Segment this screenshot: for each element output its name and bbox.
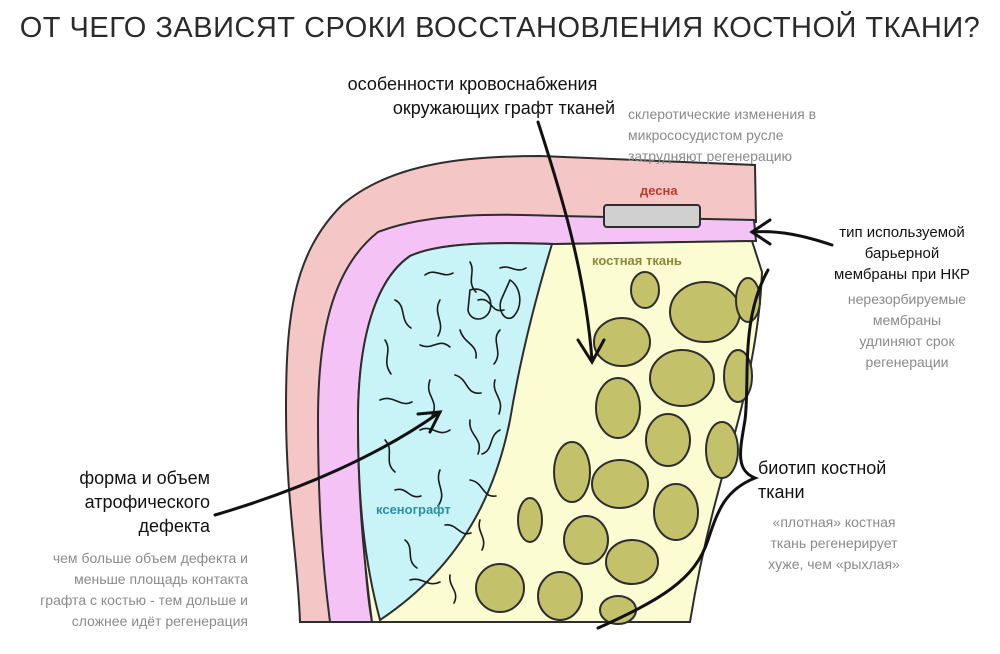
blood-supply-note: склеротические изменения в микрососудист…: [628, 104, 868, 167]
page-title: ОТ ЧЕГО ЗАВИСЯТ СРОКИ ВОССТАНОВЛЕНИЯ КОС…: [19, 12, 981, 44]
blood-supply-title: особенности кровоснабжения окружающих гр…: [330, 72, 615, 120]
defect-note-line3: графта с костью - тем дольше и: [40, 592, 248, 608]
membrane-note-line4: регенерации: [865, 354, 949, 370]
membrane-note-line1: нерезорбируемые: [847, 291, 967, 307]
defect-note-line1: чем больше объем дефекта и: [52, 550, 248, 566]
membrane-note: нерезорбируемые мембраны удлиняют срок р…: [832, 289, 982, 373]
arrow-icons: [213, 120, 834, 630]
biotype-note-line2: ткань регенерирует: [770, 535, 898, 551]
defect-title-line3: дефекта: [138, 516, 210, 536]
blood-supply-arrow-icon: [536, 120, 594, 362]
blood-supply-title-line1: особенности кровоснабжения: [347, 74, 598, 94]
membrane-title-line1: тип используемой: [839, 224, 965, 241]
xenograft-region: [356, 242, 554, 622]
biotype-note: «плотная» костная ткань регенерирует хуж…: [744, 512, 924, 575]
blood-supply-title-line2: окружающих графт тканей: [392, 98, 615, 118]
biotype-note-line3: хуже, чем «рыхлая»: [768, 556, 900, 572]
bone-marrow-spaces: [475, 271, 761, 625]
defect-arrow-icon: [213, 410, 442, 517]
blood-supply-note-line2: микрососудистом русле: [628, 127, 784, 143]
membrane-title: тип используемой барьерной мембраны при …: [822, 222, 982, 285]
defect-note: чем больше объем дефекта и меньше площад…: [0, 548, 248, 632]
xenograft-label: ксенографт: [376, 502, 451, 517]
blood-supply-note-line1: склеротические изменения в: [628, 106, 817, 122]
membrane-arrow-icon: [750, 230, 834, 247]
defect-title: форма и объем атрофического дефекта: [40, 466, 210, 538]
membrane-note-line2: мембраны: [872, 312, 942, 328]
blood-supply-note-line3: затрудняют регенерацию: [628, 148, 793, 164]
implant-block: [603, 204, 701, 228]
membrane-title-line3: мембраны при НКР: [834, 266, 970, 283]
biotype-title-line1: биотип костной: [758, 458, 887, 478]
defect-note-line2: меньше площадь контакта: [74, 571, 248, 587]
biotype-title: биотип костной ткани: [758, 456, 958, 504]
defect-note-line4: сложнее идёт регенерация: [71, 613, 248, 629]
defect-title-line2: атрофического: [84, 492, 210, 512]
xenograft-granules: [379, 261, 527, 604]
biotype-note-line1: «плотная» костная: [772, 514, 896, 530]
defect-title-line1: форма и объем: [79, 468, 210, 488]
membrane-title-line2: барьерной: [864, 245, 940, 262]
membrane-note-line3: удлиняют срок: [859, 333, 955, 349]
biotype-title-line2: ткани: [758, 482, 805, 502]
biotype-brace-icon: [596, 268, 770, 630]
gum-label: десна: [640, 183, 678, 198]
bone-label: костная ткань: [592, 253, 682, 268]
